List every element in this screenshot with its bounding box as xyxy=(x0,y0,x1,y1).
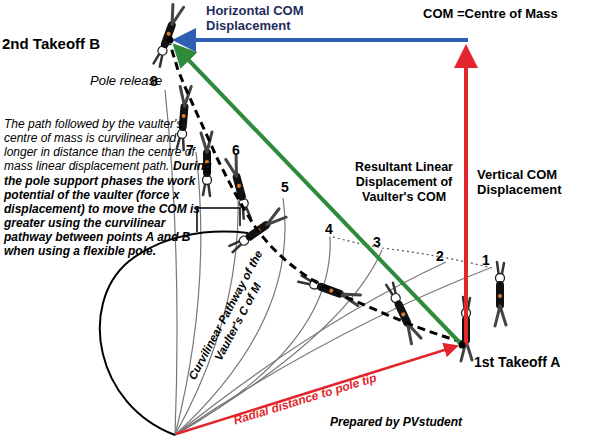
takeoff-point xyxy=(459,342,466,349)
bracket-line xyxy=(197,208,240,232)
vaulter-figure xyxy=(495,262,506,326)
note-text: The path followed by the vaulter's centr… xyxy=(4,117,195,173)
pole-lines xyxy=(165,90,490,435)
callout-number: 6 xyxy=(232,142,240,159)
vaulter-figure xyxy=(225,156,252,221)
callout-number: 1 xyxy=(482,252,490,269)
note-block: The path followed by the vaulter's centr… xyxy=(4,117,212,259)
callout-number: 3 xyxy=(373,234,381,251)
point-label: 2nd Takeoff B xyxy=(2,35,167,53)
vaulter-figures xyxy=(151,4,506,361)
vaulter-figure xyxy=(384,281,421,344)
takeoff-point xyxy=(167,37,174,44)
callout-number: 5 xyxy=(281,179,289,196)
phase-label: Pole release xyxy=(90,73,170,88)
horizontal-arrow xyxy=(180,38,468,42)
callout-number: 2 xyxy=(436,248,444,265)
axis-label: Horizontal COM Displacement xyxy=(206,3,336,34)
callout-number: 4 xyxy=(325,221,333,238)
note-text: During the pole support phases the work … xyxy=(4,159,212,258)
point-label: 1st Takeoff A xyxy=(474,354,589,371)
arrow-label: Vertical COM Displacement xyxy=(477,167,587,198)
callout-number: 8 xyxy=(150,73,158,90)
key-note: COM =Centre of Mass xyxy=(423,6,589,21)
arrow-label: Resultant Linear Displacement of Vaulter… xyxy=(338,160,470,204)
vaulter-figure xyxy=(151,4,183,68)
vertical-arrow xyxy=(464,52,468,345)
credit-text: Prepared by PVstudent xyxy=(330,415,500,429)
